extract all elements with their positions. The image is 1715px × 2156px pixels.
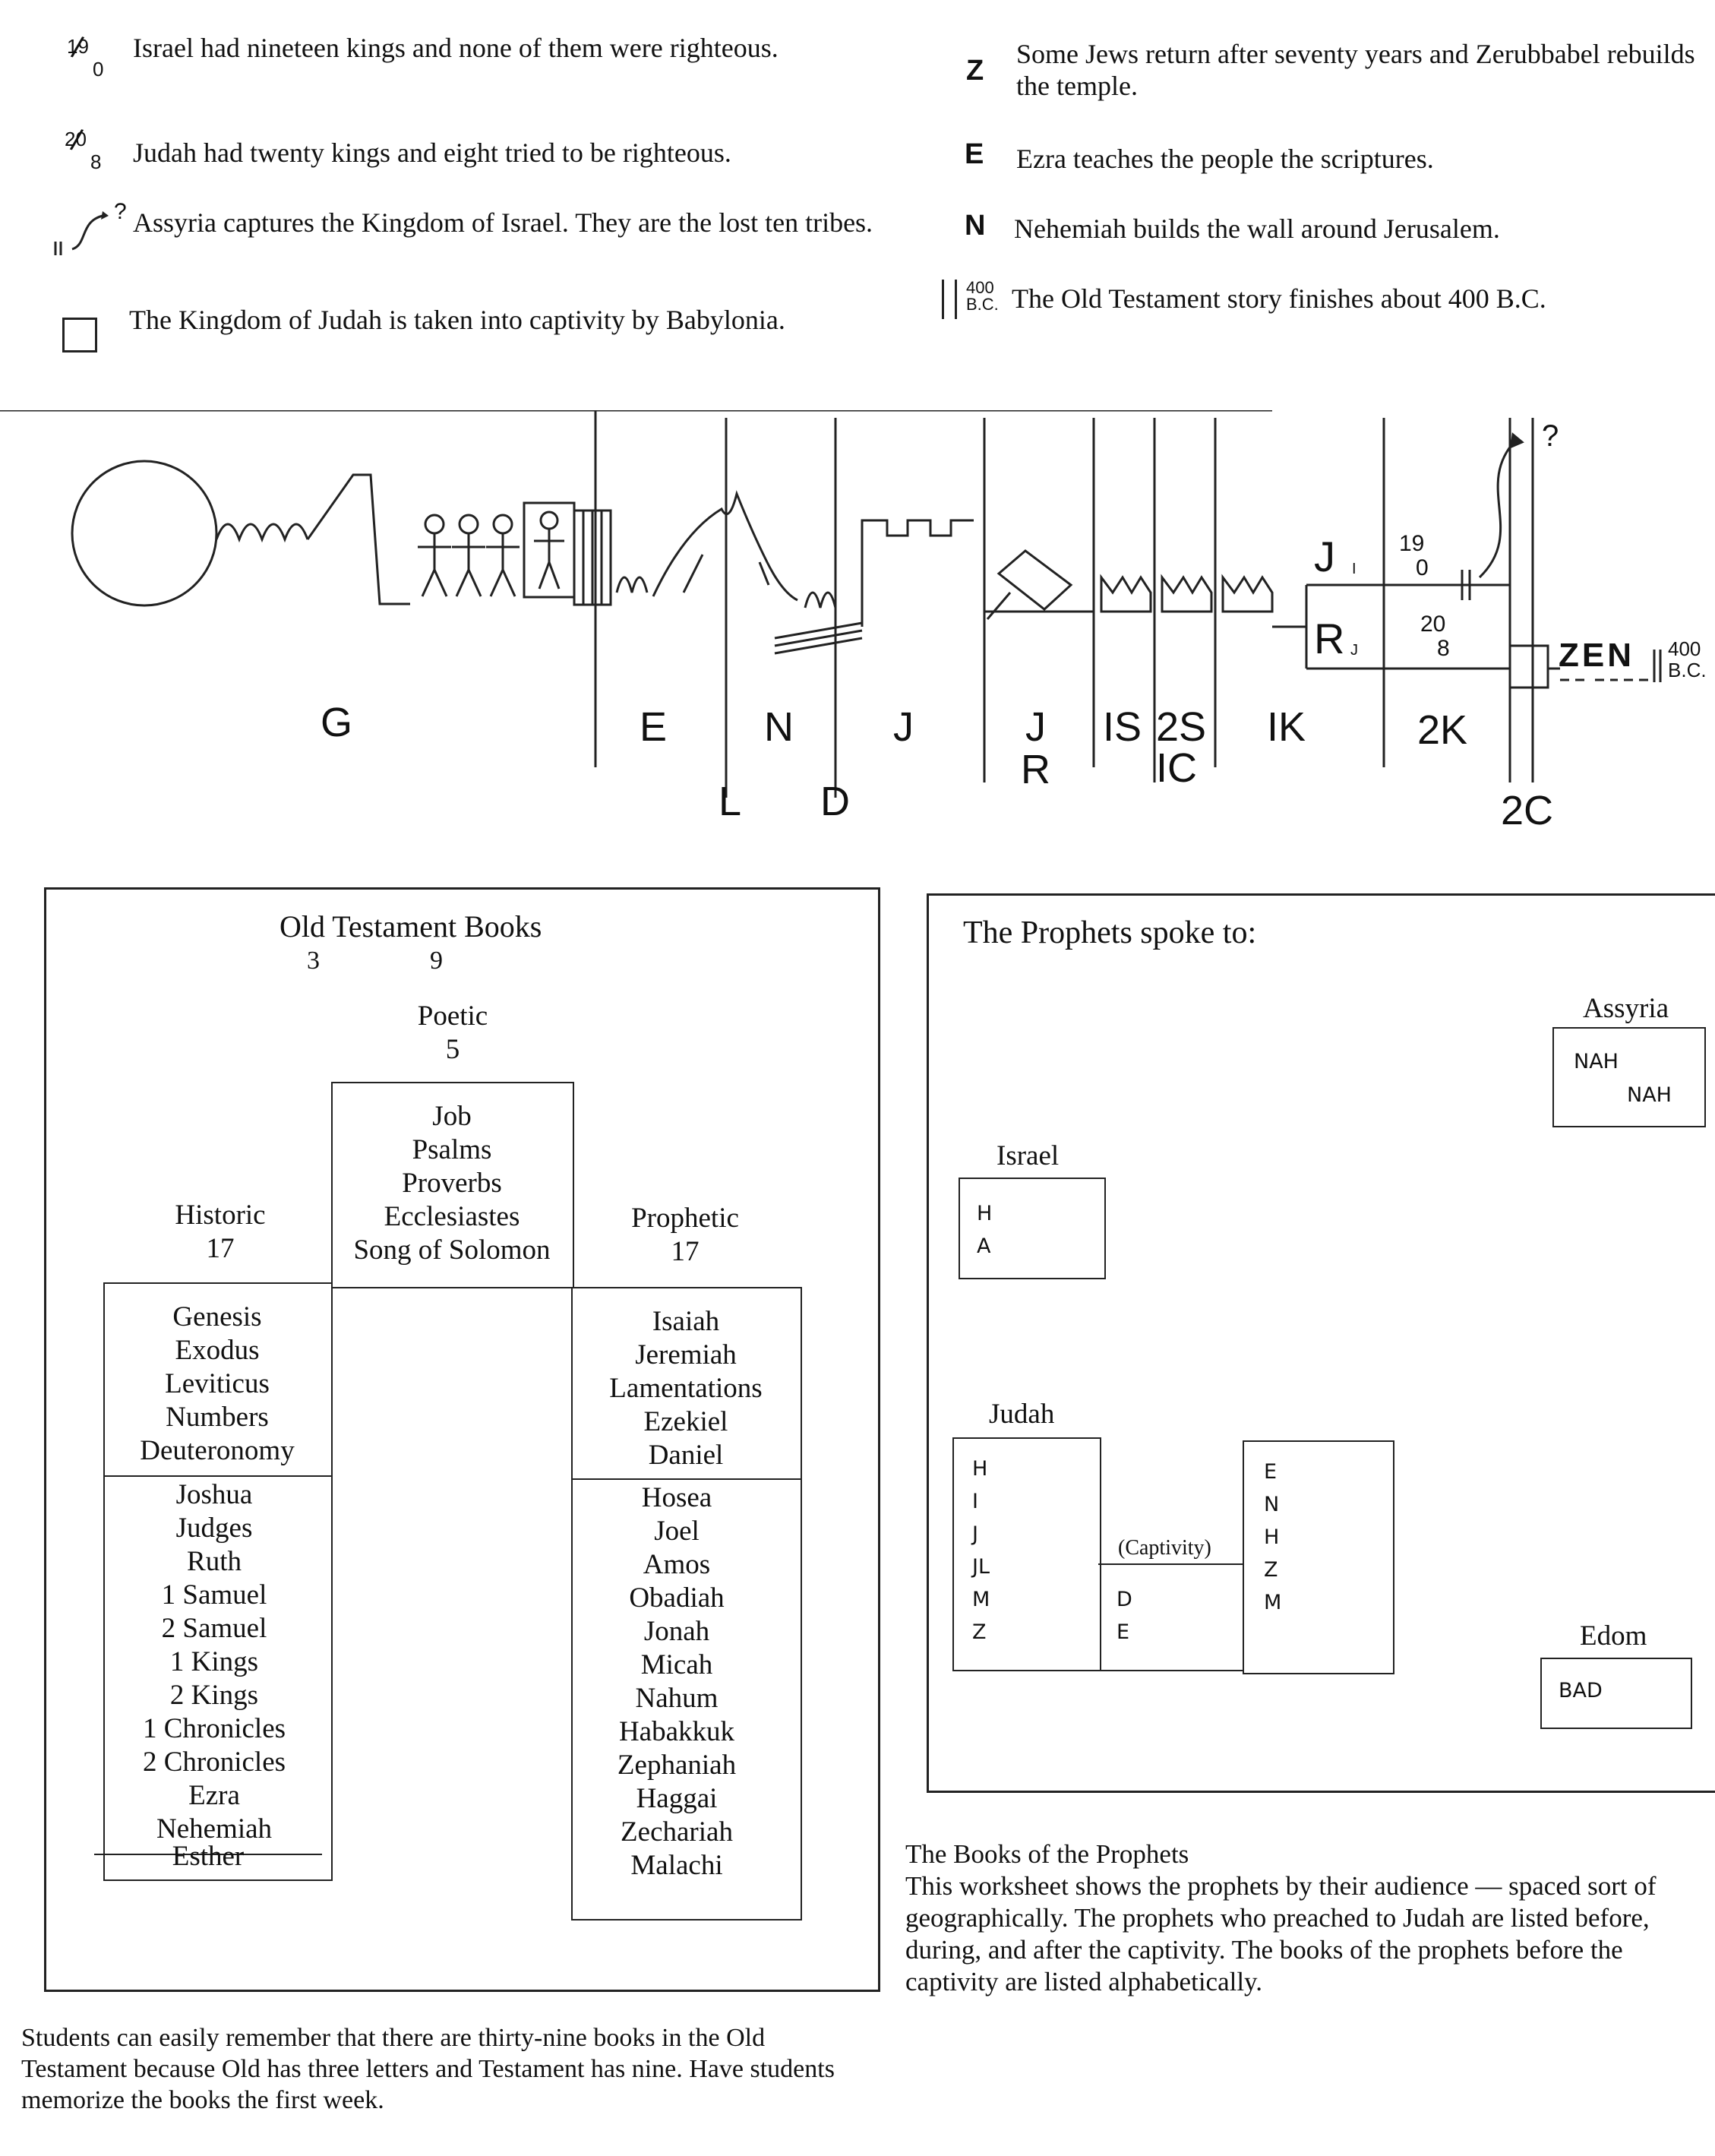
poetic-list: Job Psalms Proverbs Ecclesiastes Song of…	[331, 1100, 573, 1267]
assyria-question-mark: ?	[114, 199, 127, 224]
end-fraction: 400 B.C.	[966, 278, 999, 314]
legend-israel-text: Israel had nineteen kings and none of th…	[133, 33, 779, 63]
legend-end-text: The Old Testament story finishes about 4…	[1012, 283, 1546, 314]
book-psalms: Psalms	[412, 1134, 492, 1165]
legend-ezra-text: Ezra teaches the people the scriptures.	[1016, 144, 1434, 174]
zerubbabel-symbol: Z	[966, 55, 984, 87]
historic-divider-2	[94, 1854, 322, 1855]
books-of-prophets-heading: The Books of the Prophets	[905, 1839, 1189, 1869]
timeline-judah-fraction: 20 8	[1420, 612, 1450, 661]
timeline-r-sub: J	[1350, 642, 1358, 659]
timeline-label-1samuel: IS	[1103, 704, 1142, 750]
babylonia-square-icon	[62, 318, 97, 352]
timeline-label-joshua: J	[893, 704, 914, 750]
historic-divider-1	[103, 1475, 331, 1477]
book-job: Job	[432, 1101, 472, 1132]
students-note: Students can easily remember that there …	[21, 2024, 835, 2114]
books-title: Old Testament Books	[280, 909, 542, 944]
timeline-label-exodus: E	[640, 704, 668, 750]
legend-judah-text: Judah had twenty kings and eight tried t…	[133, 138, 731, 168]
israel-label: Israel	[996, 1140, 1060, 1171]
judah-before-box	[952, 1437, 1101, 1671]
judah-during-list: D E	[1116, 1588, 1132, 1644]
timeline-label-ruth: R	[1021, 747, 1050, 792]
book-song-of-solomon: Song of Solomon	[353, 1234, 551, 1266]
books-digit-nine: 9	[430, 947, 443, 975]
prophets-note-body: This worksheet shows the prophets by the…	[905, 1871, 1657, 1996]
assyria-label: Assyria	[1583, 993, 1669, 1024]
assyria-nah-2: NAH	[1627, 1083, 1672, 1107]
legend-babylonia-text: The Kingdom of Judah is taken into capti…	[129, 305, 785, 335]
timeline-drawing	[0, 410, 1662, 798]
assyria-captures-icon	[54, 211, 109, 255]
edom-box	[1540, 1658, 1692, 1729]
historic-list-3: Esther	[172, 1841, 245, 1872]
israel-list: H A	[977, 1202, 993, 1258]
legend-nehemiah-text: Nehemiah builds the wall around Jerusale…	[1014, 213, 1500, 244]
prophetic-box	[571, 1287, 802, 1920]
poetic-box	[331, 1082, 574, 1288]
timeline-j-sub: I	[1352, 561, 1357, 577]
ezra-symbol: E	[965, 138, 984, 170]
legend-assyria-text: Assyria captures the Kingdom of Israel. …	[133, 207, 873, 238]
nehemiah-symbol: N	[965, 210, 986, 242]
prophetic-divider	[571, 1478, 801, 1480]
historic-list-1: Genesis Exodus Leviticus Numbers Deutero…	[140, 1301, 295, 1466]
legend-zerubbabel-text: Some Jews return after seventy years and…	[1016, 39, 1695, 101]
timeline-label-numbers: N	[764, 704, 794, 750]
timeline-label-deuteronomy: D	[820, 779, 850, 824]
captivity-label: (Captivity)	[1118, 1536, 1211, 1560]
timeline-label-leviticus: L	[719, 779, 742, 824]
prophets-title: The Prophets spoke to:	[963, 915, 1257, 950]
timeline-question-mark: ?	[1542, 419, 1559, 453]
books-digit-three: 3	[307, 947, 320, 975]
book-proverbs: Proverbs	[402, 1168, 502, 1199]
timeline-label-2kings: 2K	[1417, 707, 1468, 753]
prophets-panel	[927, 893, 1715, 1793]
prophetic-list-2: Hosea Joel Amos Obadiah Jonah Micah Nahu…	[617, 1482, 737, 1881]
edom-label: Edom	[1580, 1620, 1647, 1652]
prophets-note: The Books of the Prophets This worksheet…	[905, 1838, 1703, 1998]
book-ecclesiastes: Ecclesiastes	[384, 1201, 520, 1232]
timeline-label-1chronicles: IC	[1156, 745, 1197, 791]
timeline-label-2chronicles: 2C	[1501, 788, 1554, 833]
judah-after-list: E N H Z M	[1264, 1460, 1282, 1614]
timeline-r-mark: R	[1314, 615, 1345, 662]
timeline-israel-fraction: 19 0	[1399, 531, 1429, 580]
israel-fraction: 19 / 0	[67, 30, 104, 81]
edom-bad: BAD	[1559, 1679, 1603, 1702]
timeline-end-date: 400 B.C.	[1668, 637, 1707, 681]
timeline-zen: ZEN	[1559, 637, 1634, 674]
judah-after-box	[1243, 1440, 1394, 1674]
timeline-label-genesis: G	[321, 700, 353, 745]
prophetic-list-1: Isaiah Jeremiah Lamentations Ezekiel Dan…	[609, 1306, 763, 1471]
poetic-heading: Poetic 5	[417, 1001, 488, 1065]
timeline-label-judges: J	[1025, 704, 1046, 750]
timeline-j-mark: J	[1314, 533, 1335, 580]
timeline-label-1kings: IK	[1267, 704, 1306, 750]
historic-box	[103, 1282, 333, 1881]
judah-label: Judah	[989, 1399, 1055, 1430]
books-panel	[44, 887, 880, 1992]
end-double-bar-icon	[942, 280, 957, 319]
historic-list-2: Joshua Judges Ruth 1 Samuel 2 Samuel 1 K…	[142, 1479, 286, 1845]
assyria-box	[1552, 1027, 1706, 1127]
judah-before-list: H I J JL M Z	[972, 1457, 990, 1644]
timeline-label-2samuel: 2S	[1156, 704, 1207, 750]
historic-heading: Historic 17	[175, 1200, 266, 1264]
assyria-nah-1: NAH	[1574, 1050, 1619, 1073]
israel-box	[959, 1178, 1106, 1279]
prophetic-heading: Prophetic 17	[631, 1203, 739, 1267]
judah-fraction: 20 / 8	[65, 123, 102, 173]
